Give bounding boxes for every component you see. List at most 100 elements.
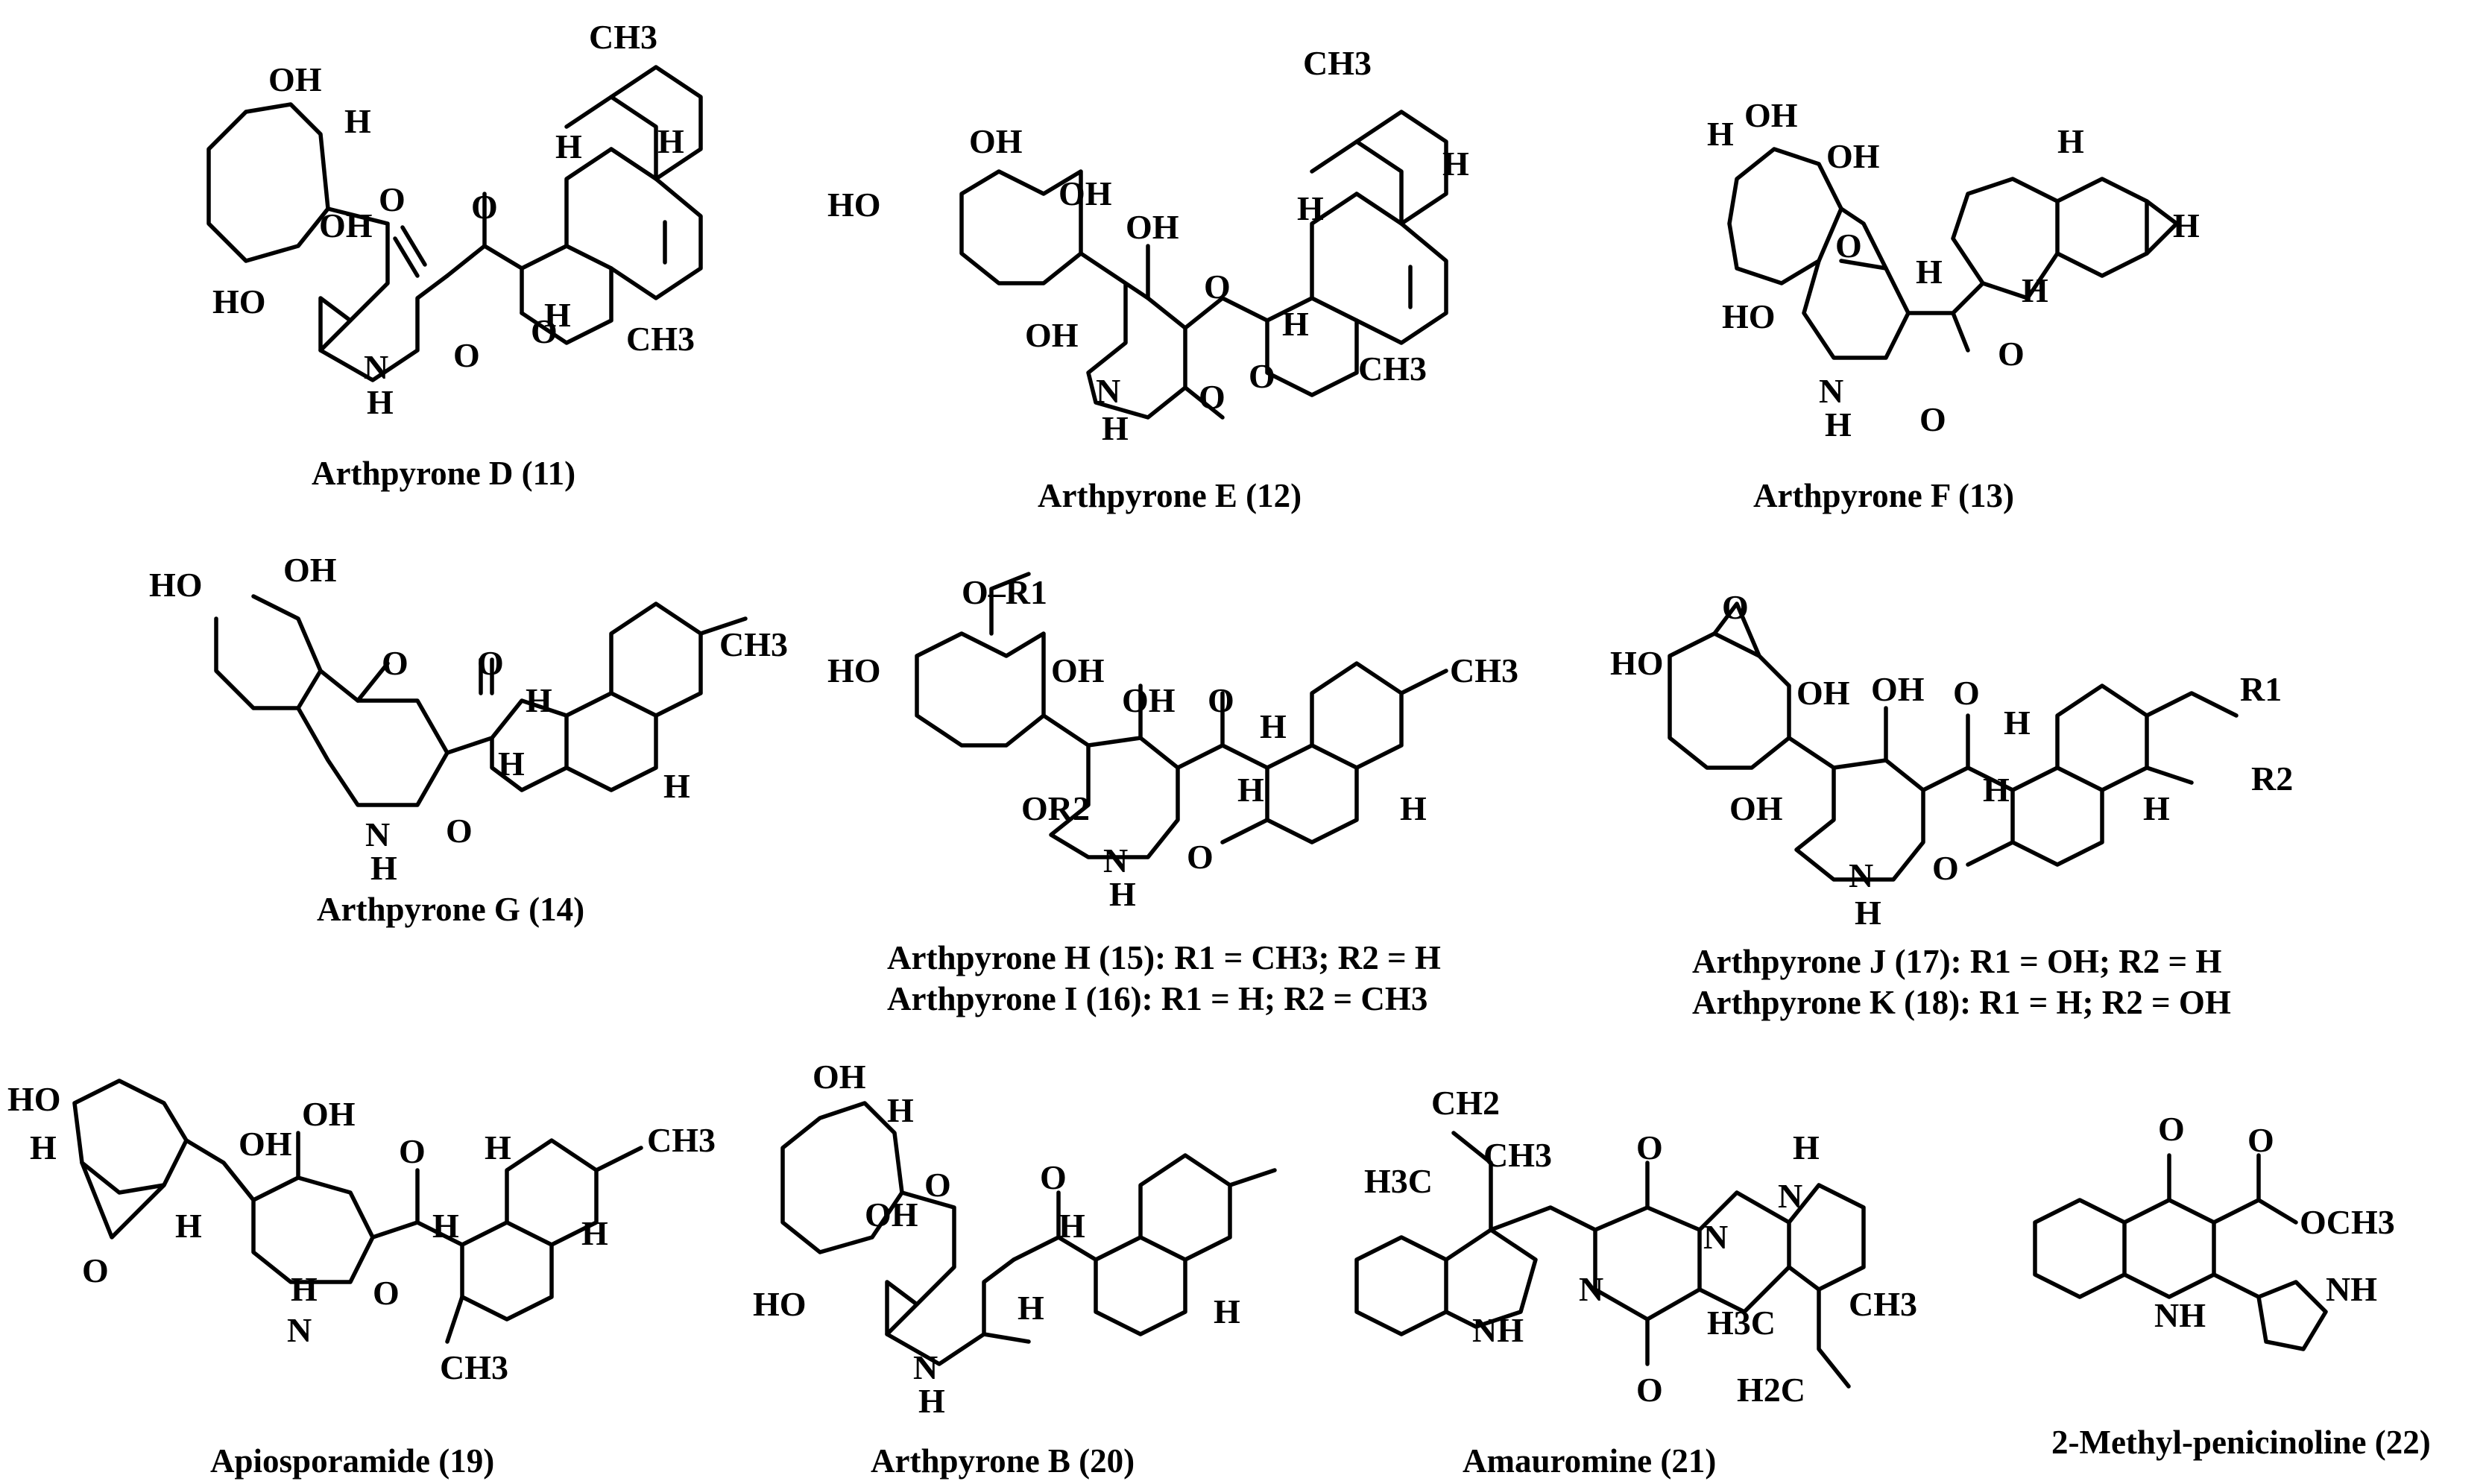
atom-label: O — [531, 312, 558, 350]
atom-label: OH — [969, 122, 1023, 160]
atom-label: H — [485, 1128, 511, 1166]
caption-arthpyrone-e: Arthpyrone E (12) — [1038, 477, 1302, 514]
atom-label: OH — [1826, 137, 1880, 175]
atom-label: H2C — [1737, 1371, 1805, 1409]
atom-label: H — [581, 1214, 608, 1252]
atom-label: OH — [283, 551, 337, 589]
atom-label: CH3 — [1450, 651, 1518, 689]
atom-label: O — [82, 1251, 109, 1289]
atom-label: O — [1932, 849, 1959, 887]
caption-arthpyrone-j: Arthpyrone J (17): R1 = OH; R2 = H — [1692, 943, 2221, 980]
atom-label: H — [1282, 305, 1309, 343]
atom-label: O — [379, 180, 406, 218]
atom-label: OH — [1871, 670, 1925, 708]
atom-label: H — [887, 1091, 914, 1129]
atom-label: H — [344, 102, 371, 140]
caption-arthpyrone-d: Arthpyrone D (11) — [312, 455, 575, 492]
atom-label: O — [1998, 335, 2025, 373]
atom-label: H — [1260, 707, 1287, 745]
caption-arthpyrone-h: Arthpyrone H (15): R1 = CH3; R2 = H — [887, 939, 1441, 976]
atom-label: O — [1187, 838, 1214, 876]
atom-label: O — [1919, 400, 1946, 438]
atom-label: O — [373, 1274, 400, 1312]
atom-label: O — [1249, 357, 1275, 395]
atom-label: OH — [1729, 789, 1783, 827]
atom-label: H — [1400, 789, 1427, 827]
atom-label: N — [1096, 372, 1120, 410]
atom-label: O — [1040, 1158, 1067, 1196]
atom-label: H — [2022, 271, 2048, 309]
atom-label: HO — [212, 282, 266, 321]
atom-label: O — [446, 812, 473, 850]
atom-label: H3C — [1364, 1162, 1433, 1200]
atom-label: OH — [302, 1095, 356, 1133]
atom-label: O — [477, 644, 504, 682]
atom-label: HO — [827, 186, 881, 224]
atom-label: H — [1916, 253, 1943, 291]
atom-label: NH — [2326, 1270, 2377, 1308]
atom-label: N — [1849, 856, 1873, 894]
atom-label: O — [453, 336, 480, 374]
atom-label: N — [1579, 1270, 1603, 1308]
atom-label: H — [1109, 875, 1136, 913]
atom-label: HO — [7, 1080, 61, 1118]
atom-label: HO — [1722, 297, 1776, 335]
atom-label: H — [1983, 771, 2010, 809]
atom-label: CH3 — [719, 625, 788, 663]
atom-label: OH — [319, 206, 373, 244]
atom-label: OCH3 — [2300, 1203, 2395, 1241]
atom-label: H — [2004, 704, 2031, 742]
atom-label: N — [364, 348, 388, 386]
structure-arthpyrone-b — [780, 1101, 1277, 1366]
atom-label: O — [1199, 378, 1225, 416]
atom-label: O — [382, 644, 408, 682]
atom-label: H — [2057, 122, 2084, 160]
atom-label: H — [526, 681, 552, 719]
atom-label: H — [1018, 1289, 1044, 1327]
atom-label: N — [287, 1311, 312, 1349]
structure-arthpyrone-f — [1727, 147, 2179, 360]
atom-label: N — [365, 815, 390, 853]
atom-label: O — [1204, 268, 1231, 306]
atom-label: NH — [1472, 1311, 1524, 1349]
atom-label: H — [1855, 894, 1881, 932]
caption-arthpyrone-b: Arthpyrone B (20) — [871, 1442, 1135, 1480]
atom-label: HO — [1610, 644, 1664, 682]
atom-label: H — [367, 383, 394, 421]
caption-methyl-penicinoline: 2-Methyl-penicinoline (22) — [2051, 1424, 2431, 1461]
structure-amauromine — [1354, 1131, 1866, 1389]
atom-label: H — [30, 1128, 57, 1166]
atom-label: H — [291, 1270, 318, 1308]
atom-label: CH3 — [647, 1121, 716, 1159]
atom-label: HO — [753, 1285, 807, 1323]
atom-label: H — [1214, 1292, 1240, 1330]
atom-label: H — [1707, 115, 1734, 153]
atom-label: OH — [1126, 208, 1179, 246]
atom-label: H — [657, 122, 684, 160]
atom-label: N — [1103, 842, 1128, 880]
atom-label: CH3 — [1849, 1285, 1917, 1323]
atom-label: N — [1778, 1177, 1802, 1215]
atom-label: H — [1297, 189, 1324, 227]
atom-label: H — [175, 1207, 202, 1245]
atom-label: R1 — [2240, 670, 2282, 708]
atom-label: H — [663, 767, 690, 805]
atom-label: H — [1102, 409, 1129, 447]
atom-label: CH2 — [1431, 1084, 1500, 1122]
atom-label: HO — [149, 566, 203, 604]
atom-label: OH — [865, 1196, 918, 1234]
atom-label: N — [1703, 1218, 1728, 1256]
atom-label: O — [924, 1166, 951, 1204]
structure-arthpyrone-e — [959, 110, 1448, 420]
caption-arthpyrone-k: Arthpyrone K (18): R1 = H; R2 = OH — [1692, 984, 2231, 1021]
atom-label: O — [1722, 588, 1749, 626]
atom-label: OH — [1796, 674, 1850, 712]
atom-label: O — [471, 188, 498, 226]
atom-label: N — [1819, 372, 1843, 410]
atom-label: OH — [268, 60, 322, 98]
atom-label: H — [1825, 405, 1852, 443]
caption-arthpyrone-g: Arthpyrone G (14) — [317, 891, 584, 928]
atom-label: O — [1636, 1371, 1663, 1409]
caption-arthpyrone-f: Arthpyrone F (13) — [1753, 477, 2014, 514]
